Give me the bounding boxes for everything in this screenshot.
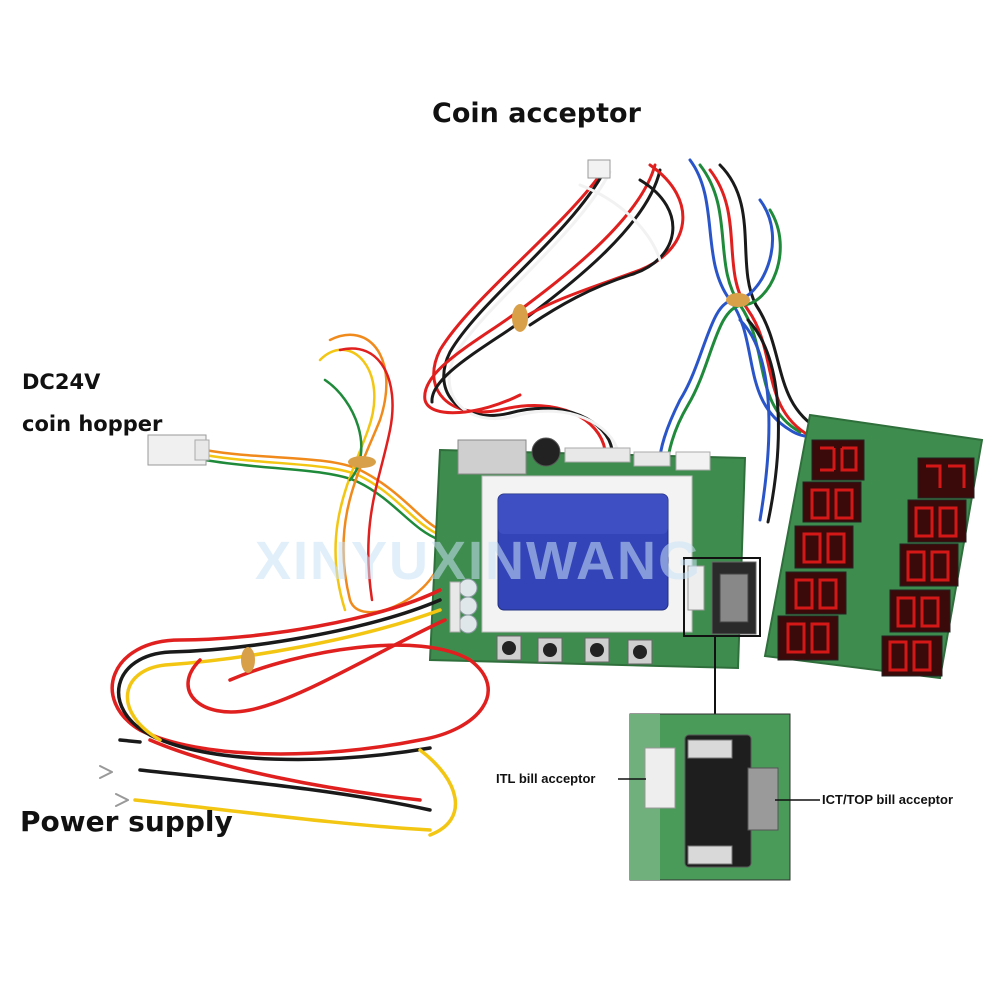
board-buttons bbox=[496, 635, 653, 665]
power-supply-label: Power supply bbox=[20, 805, 233, 838]
led-display-board bbox=[763, 413, 984, 680]
connector-inset-photo bbox=[629, 713, 791, 881]
highlight-box bbox=[683, 557, 761, 637]
led-segments bbox=[786, 446, 966, 672]
power-supply-harness bbox=[99, 588, 490, 837]
lcd-screen bbox=[497, 493, 669, 611]
dc24v-label: DC24V bbox=[22, 370, 101, 394]
itl-bill-acceptor-label: ITL bill acceptor bbox=[496, 771, 596, 786]
ict-top-bill-acceptor-label: ICT/TOP bill acceptor bbox=[822, 792, 953, 807]
watermark: XINYUXINWANG bbox=[255, 531, 703, 591]
main-control-board bbox=[428, 437, 761, 670]
coin-acceptor-label: Coin acceptor bbox=[432, 98, 641, 129]
coin-acceptor-harness bbox=[423, 159, 685, 454]
coin-hopper-label: coin hopper bbox=[22, 412, 163, 436]
